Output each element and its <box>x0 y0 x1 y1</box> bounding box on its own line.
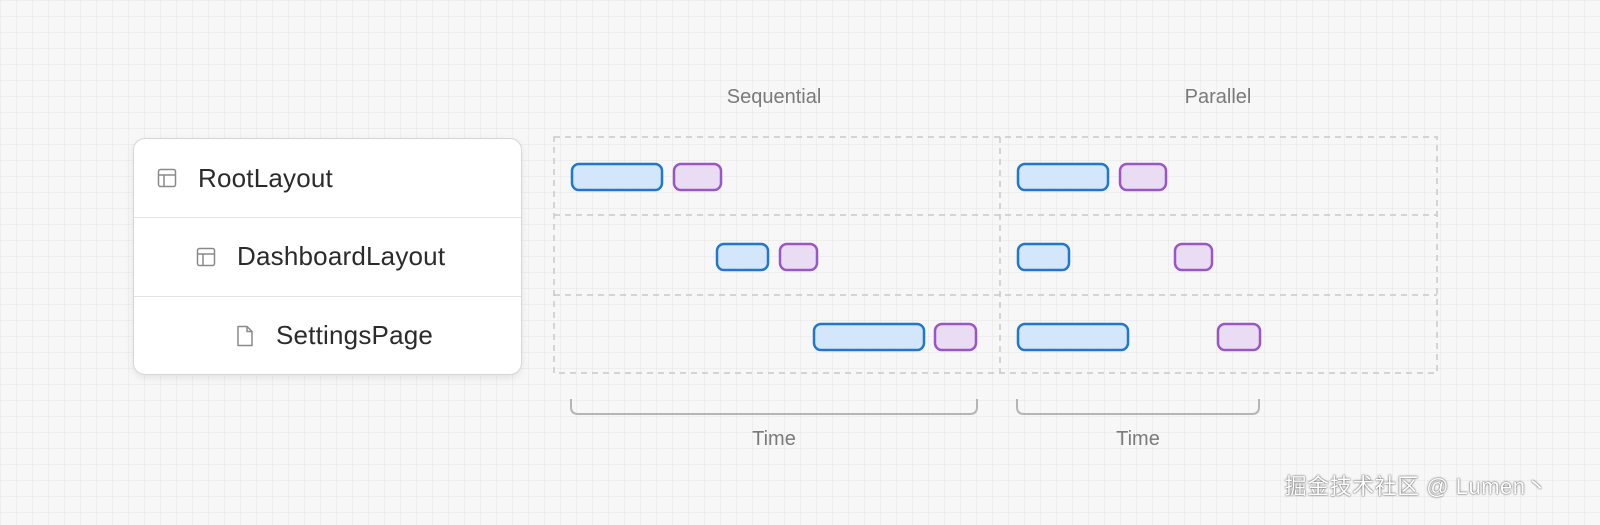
render-bar-purple <box>1173 242 1214 272</box>
layout-bar-blue <box>1016 242 1071 272</box>
watermark: 掘金技术社区 @ Lumen丶 <box>1284 474 1548 499</box>
layout-bar-blue <box>570 162 664 192</box>
parallel-time-bracket <box>1016 399 1260 415</box>
sequential-time-label: Time <box>752 428 796 450</box>
layout-bar-blue <box>1016 322 1130 352</box>
sequential-time-bracket <box>570 399 978 415</box>
component-tree-card: RootLayout DashboardLayout SettingsPage <box>133 138 522 375</box>
layout-icon <box>195 246 217 268</box>
tree-item-label: SettingsPage <box>276 320 434 350</box>
parallel-header: Parallel <box>1184 86 1252 108</box>
render-bar-purple <box>778 242 819 272</box>
sequential-header: Sequential <box>726 86 822 108</box>
layout-icon <box>156 167 178 189</box>
layout-bar-blue <box>1016 162 1110 192</box>
layout-bar-blue <box>715 242 770 272</box>
render-bar-purple <box>1118 162 1168 192</box>
render-bar-purple <box>672 162 723 192</box>
layout-bar-blue <box>812 322 926 352</box>
render-bar-purple <box>933 322 978 352</box>
timeline-border <box>553 136 1438 374</box>
file-icon <box>234 325 256 347</box>
timeline-svg <box>553 136 1438 374</box>
tree-item-label: RootLayout <box>198 162 333 193</box>
timeline-grid <box>553 136 1438 374</box>
tree-item-dashboard-layout: DashboardLayout <box>134 217 521 295</box>
tree-item-root-layout: RootLayout <box>134 139 521 217</box>
render-bar-purple <box>1216 322 1262 352</box>
parallel-time-label: Time <box>1116 428 1160 450</box>
tree-item-settings-page: SettingsPage <box>134 296 521 374</box>
tree-item-label: DashboardLayout <box>237 241 446 271</box>
